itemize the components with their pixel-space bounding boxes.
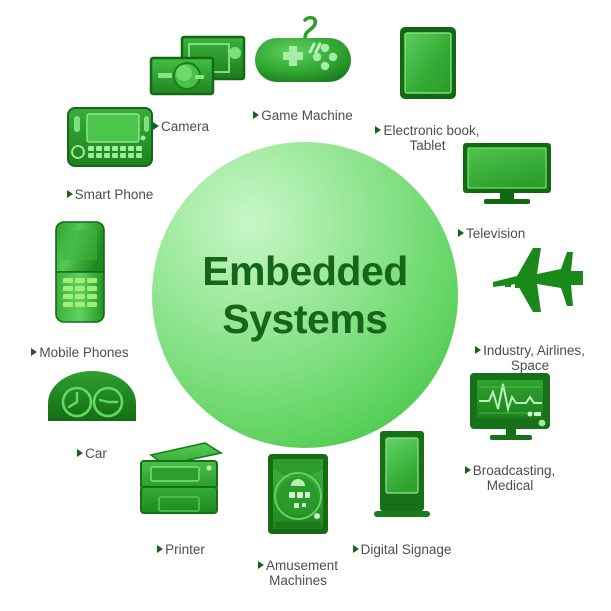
node-television[interactable]: Television — [452, 141, 562, 241]
center-hub: Embedded Systems — [152, 142, 458, 448]
node-printer[interactable]: Printer — [126, 441, 236, 557]
qwerty-phone-icon — [65, 106, 155, 168]
page-title: Embedded Systems — [202, 247, 408, 342]
node-label-camera: Camera — [153, 104, 209, 134]
bullet-triangle-icon — [31, 348, 38, 357]
node-label-broadcasting: Broadcasting, Medical — [464, 448, 555, 508]
node-car[interactable]: Car — [40, 369, 144, 461]
car-dashboard-icon — [44, 369, 140, 425]
node-label-smart-phone: Smart Phone — [66, 172, 153, 202]
bullet-triangle-icon — [257, 561, 264, 570]
arcade-cabinet-icon — [265, 452, 331, 538]
bullet-triangle-icon — [475, 346, 482, 355]
bullet-triangle-icon — [157, 545, 164, 554]
node-industry-airlines[interactable]: Industry, Airlines, Space — [455, 238, 605, 388]
node-amusement[interactable]: Amusement Machines — [237, 452, 359, 603]
node-label-car: Car — [77, 431, 107, 461]
node-mobile-phones[interactable]: Mobile Phones — [18, 220, 142, 360]
node-label-electronic-book: Electronic book, Tablet — [375, 108, 480, 168]
airplane-icon — [475, 238, 585, 324]
bullet-triangle-icon — [375, 126, 382, 135]
bullet-triangle-icon — [153, 122, 159, 131]
medical-monitor-icon — [466, 371, 554, 443]
bullet-triangle-icon — [464, 466, 471, 475]
bullet-triangle-icon — [77, 449, 84, 458]
node-label-industry-airlines: Industry, Airlines, Space — [475, 328, 585, 388]
node-label-printer: Printer — [157, 527, 205, 557]
tablet-icon — [397, 24, 459, 102]
node-broadcasting[interactable]: Broadcasting, Medical — [440, 371, 580, 508]
television-icon — [460, 141, 554, 207]
node-label-television: Television — [458, 211, 525, 241]
bullet-triangle-icon — [352, 545, 359, 554]
node-digital-signage[interactable]: Digital Signage — [338, 429, 466, 557]
signage-kiosk-icon — [371, 429, 433, 521]
bullet-triangle-icon — [66, 190, 73, 199]
node-smart-phone[interactable]: Smart Phone — [55, 106, 165, 202]
bullet-triangle-icon — [458, 229, 464, 238]
node-game-machine[interactable]: Game Machine — [243, 14, 363, 123]
flip-phone-icon — [54, 220, 106, 324]
node-label-amusement: Amusement Machines — [257, 543, 338, 603]
gamepad-icon — [255, 14, 351, 92]
node-label-mobile-phones: Mobile Phones — [31, 330, 129, 360]
camera-icon — [147, 33, 247, 101]
printer-icon — [135, 441, 227, 521]
node-electronic-book[interactable]: Electronic book, Tablet — [360, 24, 495, 168]
node-label-digital-signage: Digital Signage — [352, 527, 451, 557]
bullet-triangle-icon — [253, 111, 260, 120]
node-camera[interactable]: Camera — [141, 33, 253, 134]
node-label-game-machine: Game Machine — [253, 93, 353, 123]
